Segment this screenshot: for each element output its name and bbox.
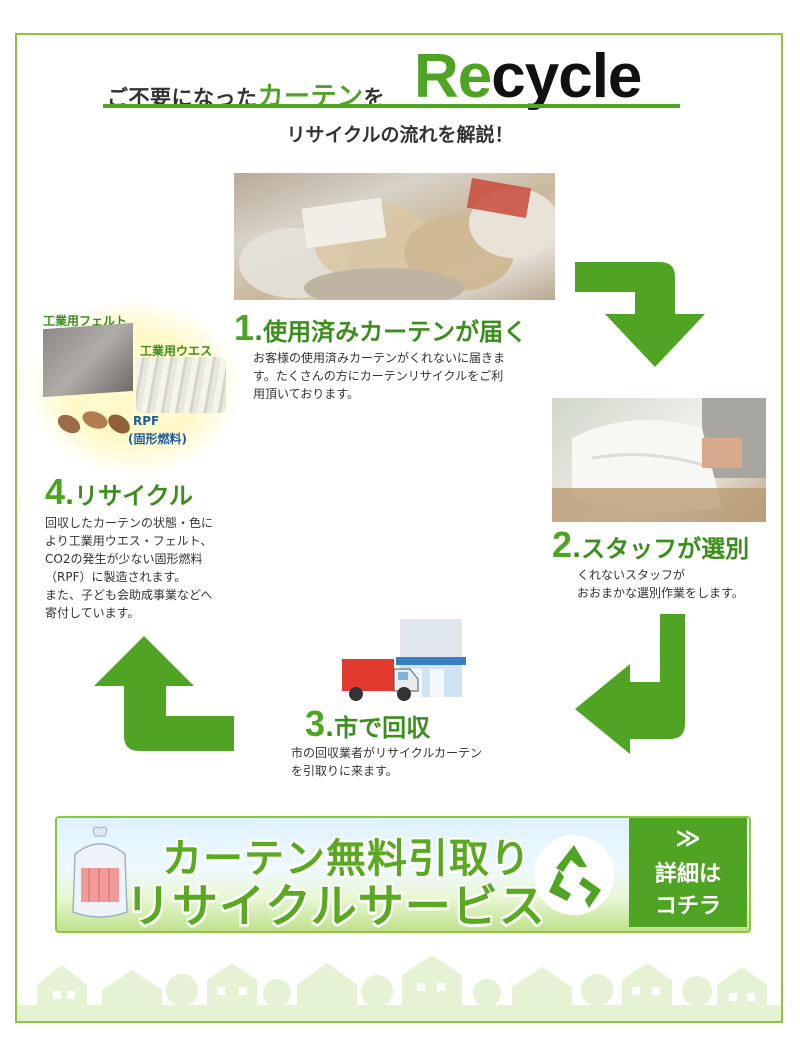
waste-label: 工業用ウエス <box>140 344 213 358</box>
step-4-desc-line: また、子ども会助成事業などへ <box>45 588 213 602</box>
step-4-description: 回収したカーテンの状態・色に より工業用ウエス・フェルト、 CO2の発生が少ない… <box>45 514 213 622</box>
waste-cloth-image <box>136 357 226 413</box>
page-subtitle: リサイクルの流れを解説！ <box>286 124 514 146</box>
step-3-number: 3 <box>305 703 326 744</box>
step-4-title: 4.リサイクル <box>45 471 193 513</box>
step-4-desc-line: より工業用ウエス・フェルト、 <box>45 534 213 548</box>
felt-image <box>43 322 133 398</box>
step-3-title: 3.市で回収 <box>305 703 430 745</box>
chevron-right-icon: ≫ <box>675 824 701 852</box>
heading-re: Re <box>414 42 492 111</box>
step-4-label: .リサイクル <box>65 482 193 510</box>
recycle-service-banner[interactable]: カーテン無料引取り リサイクルサービス ≫ 詳細は コチラ <box>55 816 751 933</box>
flow-arrow-up-left-icon <box>94 636 234 751</box>
flow-arrow-down-right-icon <box>575 262 705 367</box>
step-2-desc-line: おおまかな選別作業をします。 <box>577 586 744 600</box>
step-1-desc-line: お客様の使用済みカーテンがくれないに届きま <box>253 351 506 365</box>
recycle-icon <box>534 835 614 915</box>
rpf-label: RPF <box>133 414 160 428</box>
step-1-label: .使用済みカーテンが届く <box>254 318 528 346</box>
step-2-title: 2.スタッフが選別 <box>552 524 749 566</box>
step-3-desc-line: を引取りに来ます。 <box>291 764 398 778</box>
step-1-number: 1 <box>234 307 255 348</box>
staff-sorting-photo <box>552 398 766 522</box>
step-1-title: 1.使用済みカーテンが届く <box>234 307 527 349</box>
details-button[interactable]: ≫ 詳細は コチラ <box>629 818 747 927</box>
step-3-label: .市で回収 <box>325 714 431 742</box>
step-4-desc-line: （RPF）に製造されます。 <box>45 570 187 584</box>
details-button-label-1: 詳細は <box>654 862 721 887</box>
step-4-desc-line: 寄付しています。 <box>45 606 140 620</box>
step-2-number: 2 <box>552 524 573 565</box>
step-3-description: 市の回収業者がリサイクルカーテン を引取りに来ます。 <box>291 744 482 780</box>
step-1-desc-line: 用頂いております。 <box>253 387 360 401</box>
step-4-desc-line: CO2の発生が少ない固形燃料 <box>45 552 203 566</box>
step-4-number: 4 <box>45 471 66 512</box>
town-silhouette-decoration <box>17 955 781 1021</box>
collection-truck-icon <box>342 619 466 701</box>
step-3-desc-line: 市の回収業者がリサイクルカーテン <box>291 746 483 760</box>
step-2-description: くれないスタッフが おおまかな選別作業をします。 <box>577 566 744 602</box>
garbage-bag-icon <box>72 826 128 918</box>
curtain-bags-photo <box>234 173 555 300</box>
rpf-pellets-icon <box>57 411 130 434</box>
banner-title-line1: カーテン無料引取り <box>162 836 531 882</box>
rpf-sublabel: (固形燃料) <box>128 432 187 446</box>
step-4-desc-line: 回収したカーテンの状態・色に <box>45 516 214 530</box>
heading-recycle: Recycle <box>414 46 642 108</box>
details-button-label-2: コチラ <box>654 894 721 919</box>
step-1-desc-line: す。たくさんの方にカーテンリサイクルをご利 <box>253 369 504 383</box>
step-2-desc-line: くれないスタッフが <box>577 568 686 582</box>
heading-underline <box>103 104 680 108</box>
step-1-description: お客様の使用済みカーテンがくれないに届きま す。たくさんの方にカーテンリサイクル… <box>253 349 505 403</box>
banner-title-line2: リサイクルサービス <box>125 879 546 933</box>
step-2-label: .スタッフが選別 <box>572 535 750 563</box>
flow-arrow-down-left-icon <box>575 614 685 754</box>
heading-cycle: cycle <box>491 42 642 111</box>
